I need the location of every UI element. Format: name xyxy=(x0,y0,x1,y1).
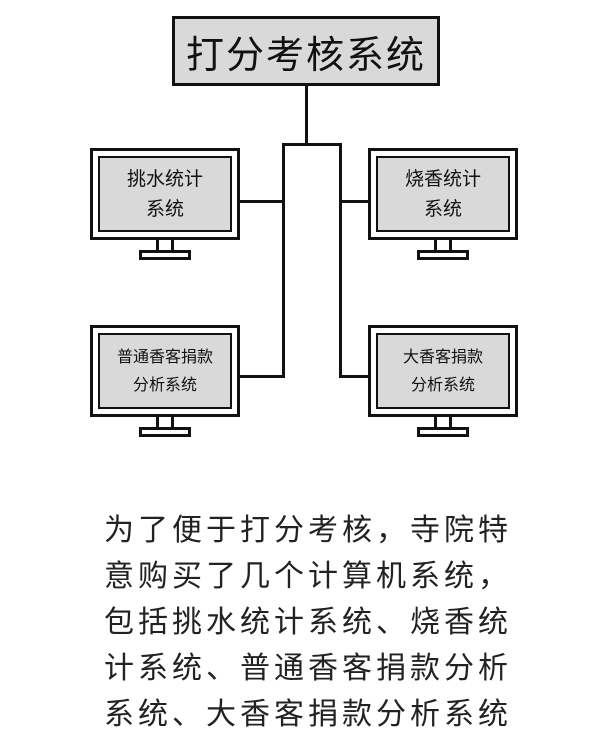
caption-line: 计系统、普通香客捐款分析 xyxy=(104,651,512,686)
connector-top-horizontal xyxy=(282,143,342,146)
monitor-stand-neck xyxy=(434,240,452,250)
monitor-water-stats: 挑水统计 系统 xyxy=(90,148,240,260)
monitor-stand-base xyxy=(417,250,469,260)
connector-to-monitor-4 xyxy=(339,375,369,378)
diagram-canvas: 打分考核系统 挑水统计 系统 烧香统计 系统 普通香客捐款 分析系统 xyxy=(90,16,518,732)
monitor-label-line2: 分析系统 xyxy=(132,375,197,394)
connector-right-trunk xyxy=(339,143,342,378)
monitor-regular-donation-analysis: 普通香客捐款 分析系统 xyxy=(90,325,240,437)
monitor-screen-content: 普通香客捐款 分析系统 xyxy=(98,333,232,409)
system-title-box: 打分考核系统 xyxy=(172,16,440,86)
monitor-stand-neck xyxy=(156,417,174,427)
monitor-screen-content: 挑水统计 系统 xyxy=(98,156,232,232)
monitor-screen-content: 烧香统计 系统 xyxy=(376,156,510,232)
monitor-screen: 挑水统计 系统 xyxy=(90,148,240,240)
monitor-stand-neck xyxy=(434,417,452,427)
monitor-label-line1: 普通香客捐款 xyxy=(116,347,213,366)
monitor-stand-base xyxy=(139,250,191,260)
connector-title-down xyxy=(305,86,308,146)
caption-line: 系统、大香客捐款分析系统 xyxy=(104,697,512,732)
caption-text: 为了便于打分考核，寺院特 意购买了几个计算机系统， 包括挑水统计系统、烧香统 计… xyxy=(104,508,534,738)
monitor-label-line1: 烧香统计 xyxy=(404,168,481,190)
monitor-label-line1: 挑水统计 xyxy=(126,168,203,190)
monitor-screen-content: 大香客捐款 分析系统 xyxy=(376,333,510,409)
caption-line: 包括挑水统计系统、烧香统 xyxy=(104,605,512,640)
connector-left-trunk xyxy=(282,143,285,378)
system-title: 打分考核系统 xyxy=(185,32,426,77)
monitor-stand-neck xyxy=(156,240,174,250)
caption-line: 为了便于打分考核，寺院特 xyxy=(104,513,512,548)
connector-to-monitor-2 xyxy=(339,200,369,203)
monitor-label-line2: 分析系统 xyxy=(410,375,475,394)
monitor-label-line1: 大香客捐款 xyxy=(402,347,483,366)
monitor-stand-base xyxy=(417,427,469,437)
monitor-label-line2: 系统 xyxy=(145,198,184,220)
monitor-label-line2: 系统 xyxy=(423,198,462,220)
connector-to-monitor-1 xyxy=(240,200,285,203)
monitor-major-donation-analysis: 大香客捐款 分析系统 xyxy=(368,325,518,437)
caption-line: 意购买了几个计算机系统， xyxy=(104,559,512,594)
monitor-screen: 普通香客捐款 分析系统 xyxy=(90,325,240,417)
connector-to-monitor-3 xyxy=(240,375,285,378)
monitor-screen: 烧香统计 系统 xyxy=(368,148,518,240)
monitor-stand-base xyxy=(139,427,191,437)
monitor-screen: 大香客捐款 分析系统 xyxy=(368,325,518,417)
monitor-incense-stats: 烧香统计 系统 xyxy=(368,148,518,260)
